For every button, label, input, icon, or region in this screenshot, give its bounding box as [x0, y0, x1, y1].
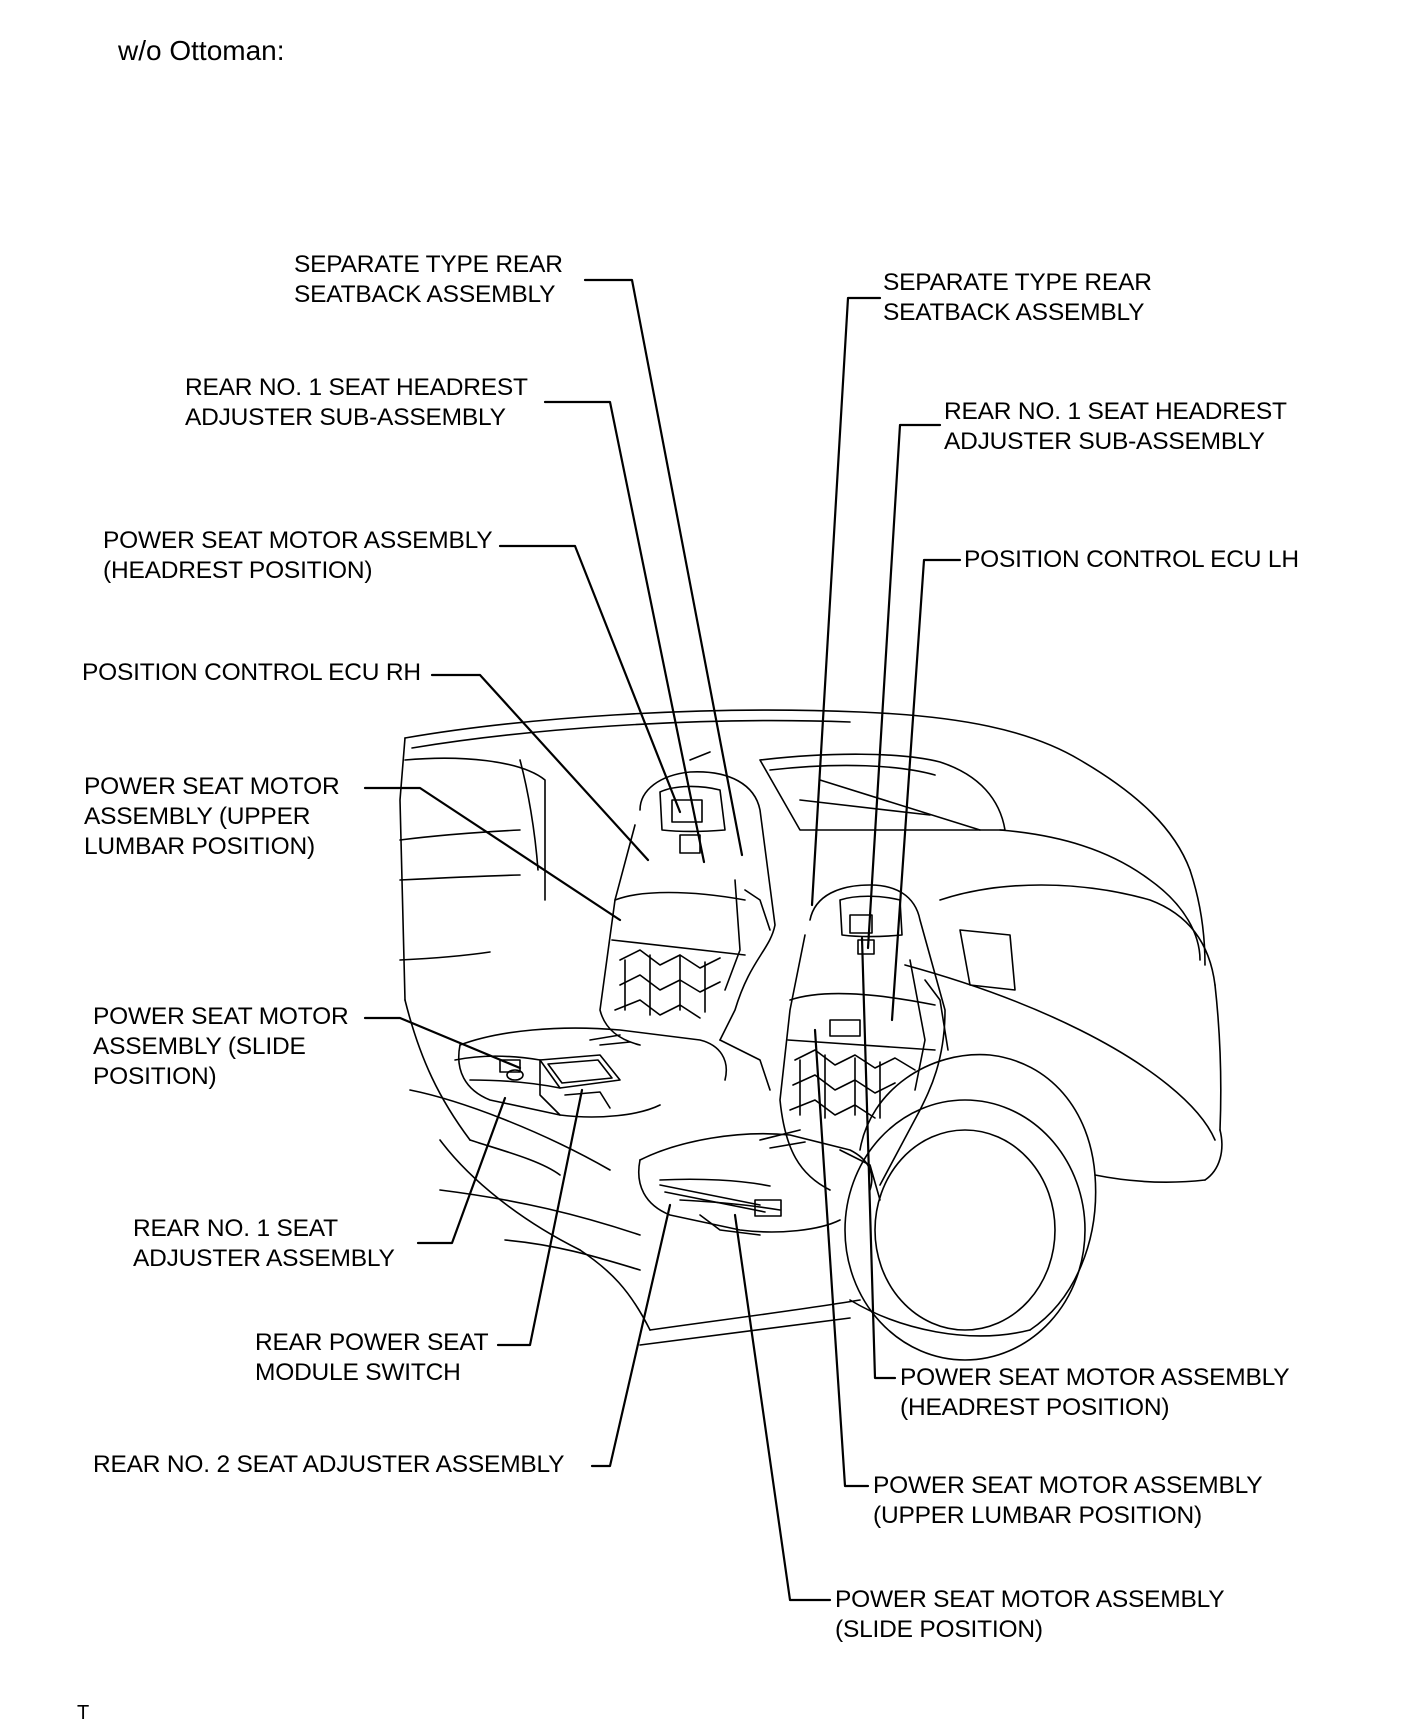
leader-rear-no1-adjuster	[416, 1096, 507, 1245]
leader-rear-no2-adjuster	[590, 1203, 672, 1468]
leader-rh-headrest-adjuster	[543, 400, 706, 864]
label-lh-seatback: SEPARATE TYPE REAR SEATBACK ASSEMBLY	[883, 269, 1152, 326]
label-lh-headrest-adjuster: REAR NO. 1 SEAT HEADREST ADJUSTER SUB-AS…	[944, 398, 1287, 455]
label-rh-motor-headrest: POWER SEAT MOTOR ASSEMBLY (HEADREST POSI…	[103, 527, 493, 584]
label-rh-headrest-adjuster: REAR NO. 1 SEAT HEADREST ADJUSTER SUB-AS…	[185, 374, 528, 431]
leader-lh-headrest-adjuster	[866, 423, 942, 950]
diagram-heading: w/o Ottoman:	[118, 35, 285, 66]
vehicle-body-outline	[399, 709, 1223, 1361]
label-lh-ecu: POSITION CONTROL ECU LH	[964, 546, 1299, 573]
leader-rh-motor-upper-lumbar	[363, 786, 622, 922]
leader-lh-ecu	[890, 558, 962, 1022]
label-rh-motor-slide: POWER SEAT MOTOR ASSEMBLY (SLIDE POSITIO…	[93, 1003, 349, 1090]
leader-rh-seatback	[583, 278, 744, 857]
rh-rear-seat	[454, 771, 776, 1118]
leader-lh-motor-headrest	[860, 936, 897, 1380]
label-rear-no2-adjuster: REAR NO. 2 SEAT ADJUSTER ASSEMBLY	[93, 1451, 565, 1478]
footer-mark: T	[77, 1702, 90, 1724]
label-lh-motor-upper-lumbar: POWER SEAT MOTOR ASSEMBLY (UPPER LUMBAR …	[873, 1472, 1263, 1529]
label-lh-motor-headrest: POWER SEAT MOTOR ASSEMBLY (HEADREST POSI…	[900, 1364, 1290, 1421]
leader-rh-motor-headrest	[498, 544, 682, 814]
leader-lh-motor-slide	[733, 1213, 832, 1602]
leader-lines	[363, 278, 962, 1602]
label-lh-motor-slide: POWER SEAT MOTOR ASSEMBLY (SLIDE POSITIO…	[835, 1586, 1225, 1643]
label-rh-seatback: SEPARATE TYPE REAR SEATBACK ASSEMBLY	[294, 251, 563, 308]
label-rh-ecu: POSITION CONTROL ECU RH	[82, 659, 421, 686]
lh-rear-seat	[638, 884, 949, 1236]
label-rh-motor-upper-lumbar: POWER SEAT MOTOR ASSEMBLY (UPPER LUMBAR …	[84, 773, 340, 860]
leader-lh-seatback	[810, 296, 882, 907]
label-rear-no1-adjuster: REAR NO. 1 SEAT ADJUSTER ASSEMBLY	[133, 1215, 395, 1272]
leader-module-switch	[496, 1088, 584, 1347]
leader-lh-motor-upper-lumbar	[813, 1028, 870, 1488]
leader-rh-motor-slide	[363, 1016, 522, 1070]
label-module-switch: REAR POWER SEAT MODULE SWITCH	[255, 1329, 489, 1386]
leader-rh-ecu	[430, 673, 650, 862]
